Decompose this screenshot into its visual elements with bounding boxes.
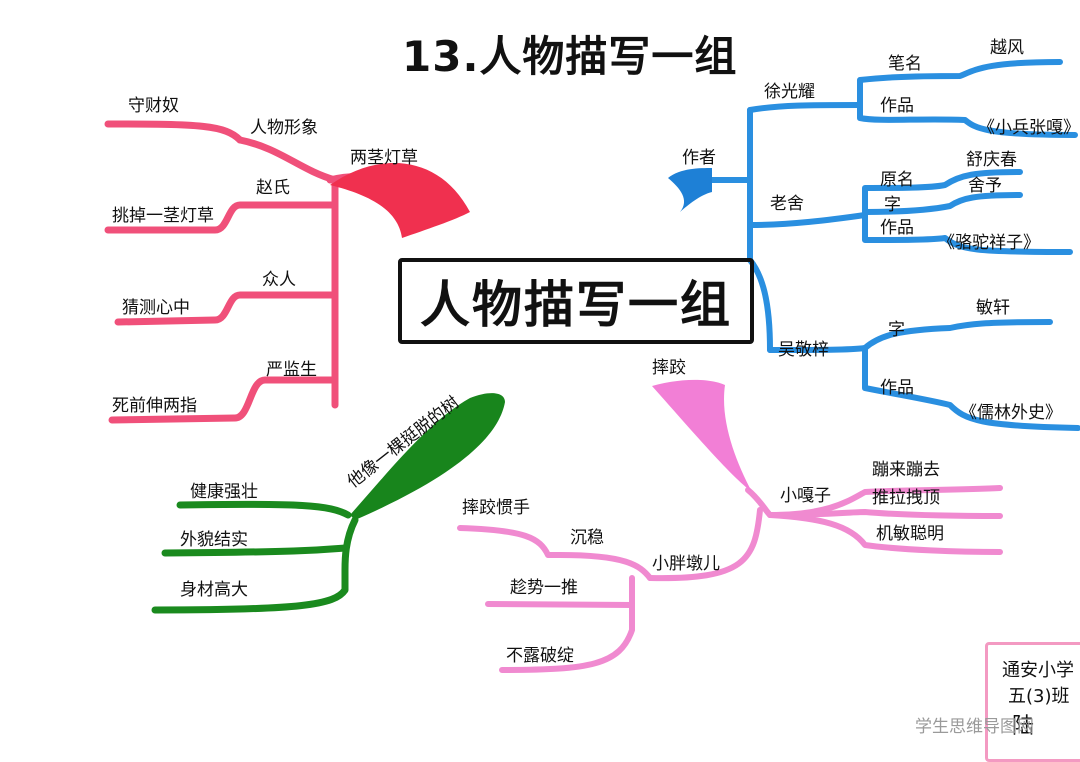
pink-sub-label: 小嘎子 xyxy=(780,486,831,506)
red-leaf-label: 守财奴 xyxy=(128,96,179,116)
laoshe-value: 舍予 xyxy=(968,176,1002,196)
laoshe-item: 作品 xyxy=(880,218,914,238)
red-main-leaf xyxy=(330,162,470,238)
central-topic: 人物描写一组 xyxy=(398,258,754,344)
laoshe-value: 《骆驼祥子》 xyxy=(938,233,1040,253)
laoshe-item: 字 xyxy=(884,195,901,215)
wu-item: 字 xyxy=(888,320,905,340)
laoshe-value: 舒庆春 xyxy=(966,150,1017,170)
pink-main-leaf xyxy=(652,379,752,492)
blue-branch-lines xyxy=(697,59,1080,431)
author-name: 老舍 xyxy=(770,194,804,214)
gazi-leaf-label: 机敏聪明 xyxy=(876,524,944,544)
watermark: 学生思维导图网 xyxy=(915,717,1034,737)
pink-main-label: 摔跤 xyxy=(652,358,686,378)
laoshe-item: 原名 xyxy=(880,170,914,190)
xu-item: 笔名 xyxy=(888,54,922,74)
wu-value: 敏轩 xyxy=(976,298,1010,318)
pink-branch-lines xyxy=(457,485,1003,673)
page-title: 13.人物描写一组 xyxy=(402,32,738,81)
pangdun-leaf-label: 趁势一推 xyxy=(510,578,578,598)
xu-value: 《小兵张嘎》 xyxy=(978,118,1080,138)
green-leaf-label: 外貌结实 xyxy=(180,530,248,550)
pangdun-group-label: 沉稳 xyxy=(570,528,604,548)
red-leaf-label: 挑掉一茎灯草 xyxy=(112,206,214,226)
xu-value: 越风 xyxy=(990,38,1024,58)
stamp-name: 陆 xyxy=(1012,714,1035,739)
green-branch-lines xyxy=(151,500,359,614)
stamp-class: 五(3)班 xyxy=(1008,686,1070,707)
green-leaf-label: 健康强壮 xyxy=(190,482,258,502)
gazi-leaf-label: 蹦来蹦去 xyxy=(872,460,940,480)
wu-value: 《儒林外史》 xyxy=(960,403,1062,423)
author-name: 徐光耀 xyxy=(764,82,815,102)
gazi-leaf-label: 推拉拽顶 xyxy=(872,488,940,508)
red-sub-label: 赵氏 xyxy=(256,178,290,198)
pangdun-leaf-label: 摔跤惯手 xyxy=(462,498,530,518)
red-sub-label: 众人 xyxy=(262,270,296,290)
stamp-school: 通安小学 xyxy=(1002,660,1074,681)
pangdun-leaf-label: 不露破绽 xyxy=(506,646,574,666)
red-sub-label: 人物形象 xyxy=(250,118,318,138)
green-leaf-label: 身材高大 xyxy=(180,580,248,600)
red-leaf-label: 死前伸两指 xyxy=(112,396,197,416)
red-leaf-label: 猜测心中 xyxy=(122,298,190,318)
blue-main-leaf xyxy=(668,168,712,212)
red-sub-label: 严监生 xyxy=(266,360,317,380)
pink-sub-label: 小胖墩儿 xyxy=(652,554,720,574)
red-branch-lines xyxy=(104,120,444,424)
green-main-leaf xyxy=(350,393,505,520)
wu-item: 作品 xyxy=(880,378,914,398)
blue-main-label: 作者 xyxy=(682,148,716,168)
red-main-label: 两茎灯草 xyxy=(350,148,418,168)
author-name: 吴敬梓 xyxy=(778,340,829,360)
xu-item: 作品 xyxy=(880,96,914,116)
